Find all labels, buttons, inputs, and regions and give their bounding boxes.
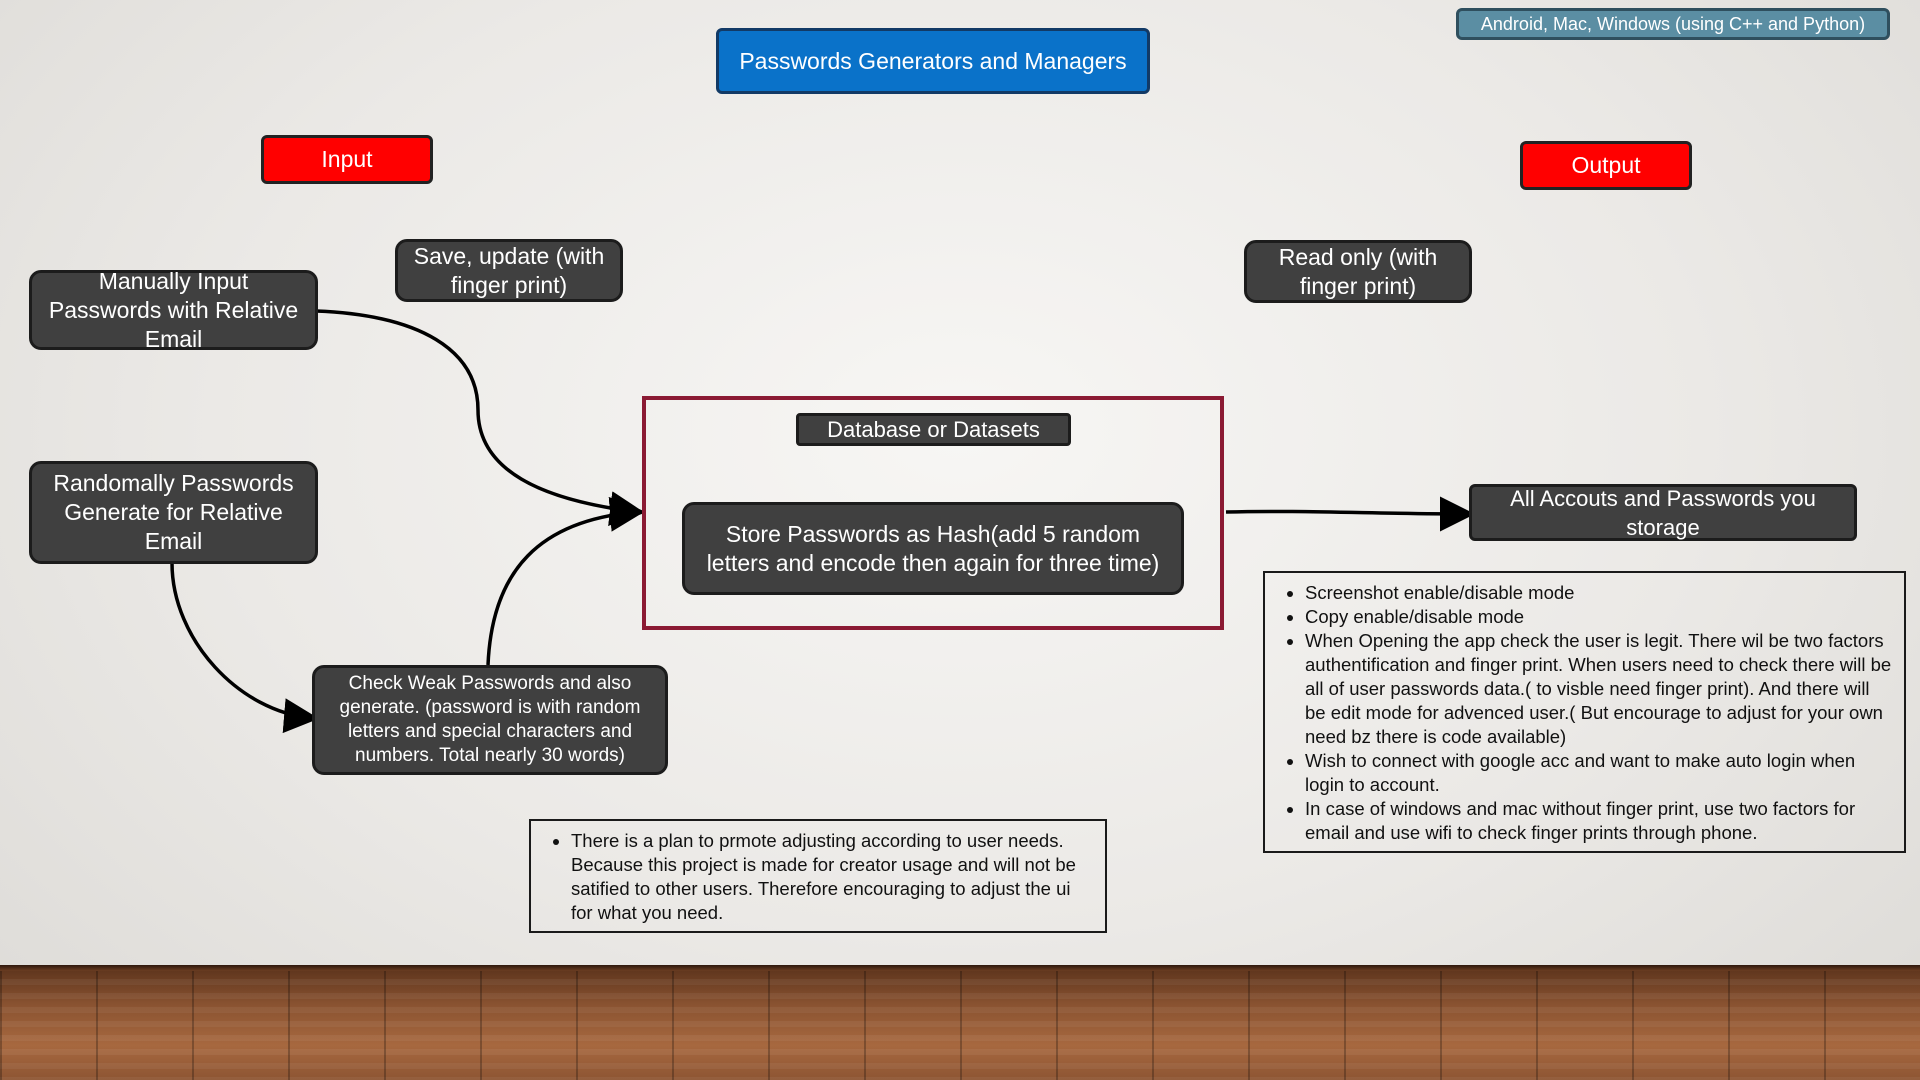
database-frame xyxy=(642,396,1224,630)
title-box: Passwords Generators and Managers xyxy=(716,28,1150,94)
all-accounts-box: All Accouts and Passwords you storage xyxy=(1469,484,1857,541)
input-label-box: Input xyxy=(261,135,433,184)
database-label-box: Database or Datasets xyxy=(796,413,1071,446)
read-only-box: Read only (with finger print) xyxy=(1244,240,1472,303)
feature-item: In case of windows and mac without finge… xyxy=(1305,797,1892,845)
manual-input-box: Manually Input Passwords with Relative E… xyxy=(29,268,318,352)
store-hash-text: Store Passwords as Hash(add 5 random let… xyxy=(706,520,1160,576)
wooden-floor-background xyxy=(0,965,1920,1080)
output-label-box: Output xyxy=(1520,141,1692,190)
connector-random-to-check xyxy=(170,562,319,734)
save-update-text: Save, update (with finger print) xyxy=(413,242,605,298)
platforms-text: Android, Mac, Windows (using C++ and Pyt… xyxy=(1480,13,1866,34)
feature-item: When Opening the app check the user is l… xyxy=(1305,629,1892,749)
feature-item: Wish to connect with google acc and want… xyxy=(1305,749,1892,797)
connector-manual-to-database xyxy=(315,309,645,526)
database-label: Database or Datasets xyxy=(827,417,1040,442)
check-weak-text: Check Weak Passwords and also generate. … xyxy=(339,673,641,766)
store-hash-box: Store Passwords as Hash(add 5 random let… xyxy=(682,502,1184,595)
features-box: Screenshot enable/disable mode Copy enab… xyxy=(1263,571,1906,853)
save-update-box: Save, update (with finger print) xyxy=(395,239,623,302)
plan-note-item: There is a plan to prmote adjusting acco… xyxy=(571,829,1095,925)
plan-note-list: There is a plan to prmote adjusting acco… xyxy=(531,829,1095,925)
manual-input-text: Manually Input Passwords with Relative E… xyxy=(48,267,299,352)
random-generate-text: Randomally Passwords Generate for Relati… xyxy=(53,470,294,554)
all-accounts-text: All Accouts and Passwords you storage xyxy=(1510,485,1816,540)
random-generate-box: Randomally Passwords Generate for Relati… xyxy=(29,461,318,564)
page-title: Passwords Generators and Managers xyxy=(739,47,1127,74)
check-weak-box: Check Weak Passwords and also generate. … xyxy=(312,665,668,775)
read-only-text: Read only (with finger print) xyxy=(1278,243,1438,299)
feature-item: Copy enable/disable mode xyxy=(1305,605,1892,629)
connector-check-to-database xyxy=(486,496,645,666)
output-label: Output xyxy=(1571,152,1641,178)
plan-note-box: There is a plan to prmote adjusting acco… xyxy=(529,819,1107,933)
platforms-badge: Android, Mac, Windows (using C++ and Pyt… xyxy=(1456,8,1890,40)
connector-database-to-accounts xyxy=(1225,496,1475,532)
input-label: Input xyxy=(321,146,373,172)
features-list: Screenshot enable/disable mode Copy enab… xyxy=(1265,581,1892,845)
feature-item: Screenshot enable/disable mode xyxy=(1305,581,1892,605)
